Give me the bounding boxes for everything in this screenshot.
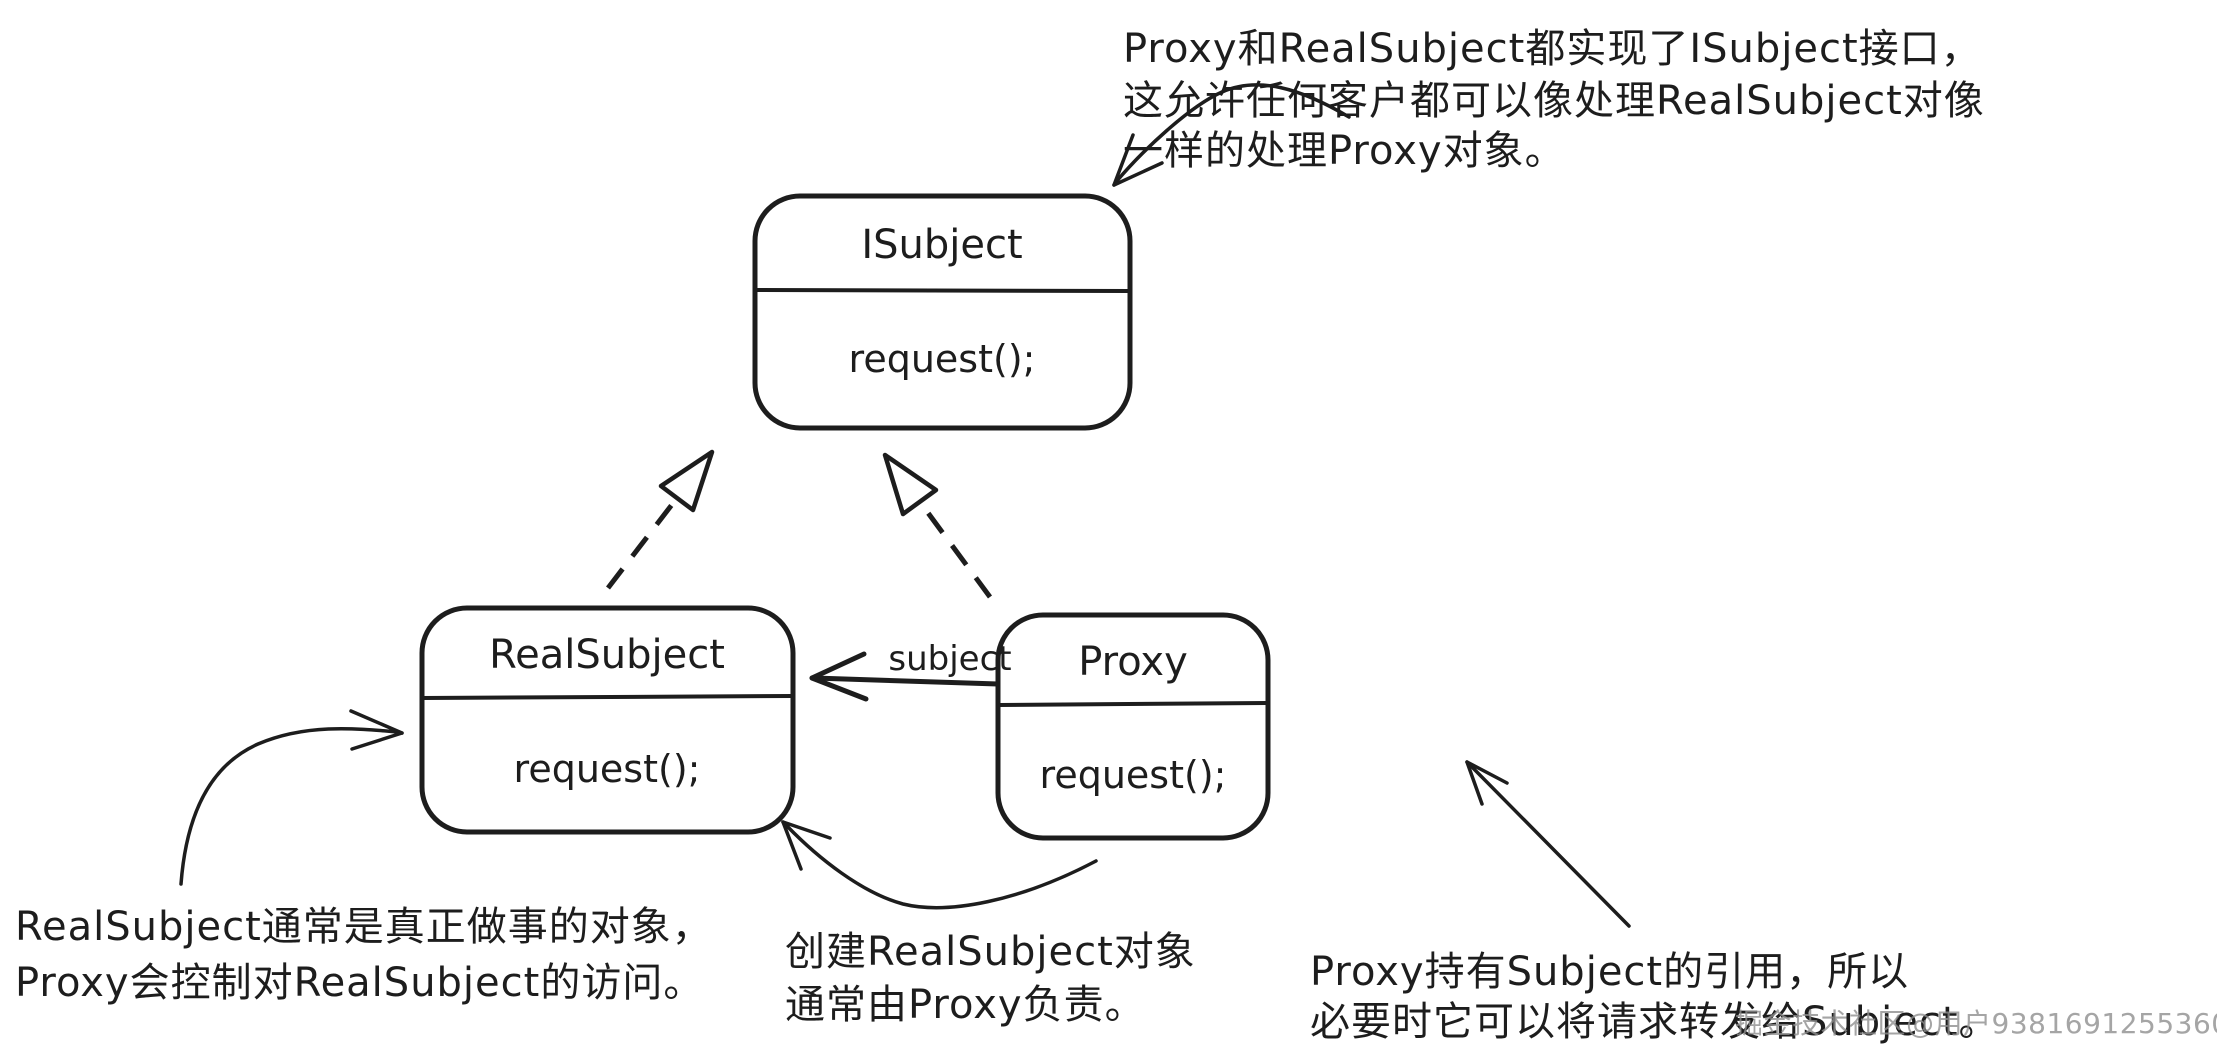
annotation-bottom-middle: 创建RealSubject对象 通常由Proxy负责。 (781, 820, 1196, 1028)
class-name-realsubject: RealSubject (489, 632, 725, 678)
association-proxy-realsubject: subject (809, 639, 1012, 702)
class-realsubject: RealSubject request(); (419, 605, 796, 835)
class-name-isubject: ISubject (861, 222, 1022, 268)
annotation-top-right: Proxy和RealSubject都实现了ISubject接口， 这允许任何客户… (1112, 26, 1984, 187)
annotation-bottom-left: RealSubject通常是真正做事的对象， Proxy会控制对RealSubj… (15, 709, 713, 1006)
generalization-line-right (917, 500, 993, 599)
annotation-arrowhead-upper-corner (781, 820, 803, 871)
annotation-arrowhead-upper-realsubject (349, 709, 404, 735)
class-divider-isubject (755, 288, 1130, 293)
hollow-triangle-arrowhead-left (658, 449, 715, 513)
annotation-arrowhead-lower-realsubject (350, 731, 404, 751)
annotation-arrowhead-upper-isubject (1112, 133, 1135, 187)
annotation-bottom-right-line1: Proxy持有Subject的引用，所以 (1310, 949, 1909, 995)
watermark-text: 掘金技术社区@用户9381691255360 (1735, 1007, 2217, 1040)
annotation-arrowhead-lower-proxy (1465, 760, 1509, 785)
class-divider-realsubject (422, 694, 793, 700)
class-box-realsubject (419, 605, 796, 835)
annotation-top-right-line1: Proxy和RealSubject都实现了ISubject接口， (1123, 26, 1982, 72)
annotation-bottom-middle-line2: 通常由Proxy负责。 (785, 982, 1146, 1028)
generalization-proxy-isubject (882, 452, 993, 599)
annotation-arrow-to-realsubject (179, 727, 400, 886)
class-method-proxy: request(); (1040, 753, 1227, 797)
generalization-line-left (606, 496, 679, 590)
annotation-arrow-to-proxy (1469, 764, 1631, 928)
class-proxy: Proxy request(); (995, 612, 1271, 841)
annotation-arrowhead-lower-isubject (1112, 161, 1164, 187)
annotation-arrowhead-upper-proxy (1465, 760, 1484, 806)
annotation-top-right-line3: 一样的处理Proxy对象。 (1123, 128, 1566, 174)
class-isubject: ISubject request(); (752, 193, 1133, 431)
annotation-bottom-right-line2: 必要时它可以将请求转发给Subject。 (1310, 999, 2000, 1045)
class-name-proxy: Proxy (1078, 639, 1188, 685)
annotation-bottom-left-line2: Proxy会控制对RealSubject的访问。 (15, 960, 704, 1006)
annotation-arrow-to-isubject (1114, 83, 1351, 184)
association-arrowhead-upper (809, 651, 867, 681)
generalization-realsubject-isubject (606, 449, 715, 590)
association-arrowhead-lower (809, 675, 869, 702)
class-divider-proxy (998, 701, 1268, 707)
hollow-triangle-arrowhead-right (882, 452, 939, 517)
annotation-arrowhead-lower-corner (781, 820, 832, 840)
annotation-arrow-to-realsubject-corner (785, 824, 1098, 910)
annotation-bottom-left-line1: RealSubject通常是真正做事的对象， (15, 904, 713, 950)
class-box-isubject (752, 193, 1133, 431)
annotation-bottom-middle-line1: 创建RealSubject对象 (785, 929, 1196, 975)
association-shaft (811, 675, 1001, 687)
annotation-bottom-right: Proxy持有Subject的引用，所以 必要时它可以将请求转发给Subject… (1310, 760, 2000, 1045)
association-label: subject (888, 639, 1011, 679)
class-method-isubject: request(); (849, 337, 1036, 381)
class-box-proxy (995, 612, 1271, 841)
class-method-realsubject: request(); (514, 747, 701, 791)
